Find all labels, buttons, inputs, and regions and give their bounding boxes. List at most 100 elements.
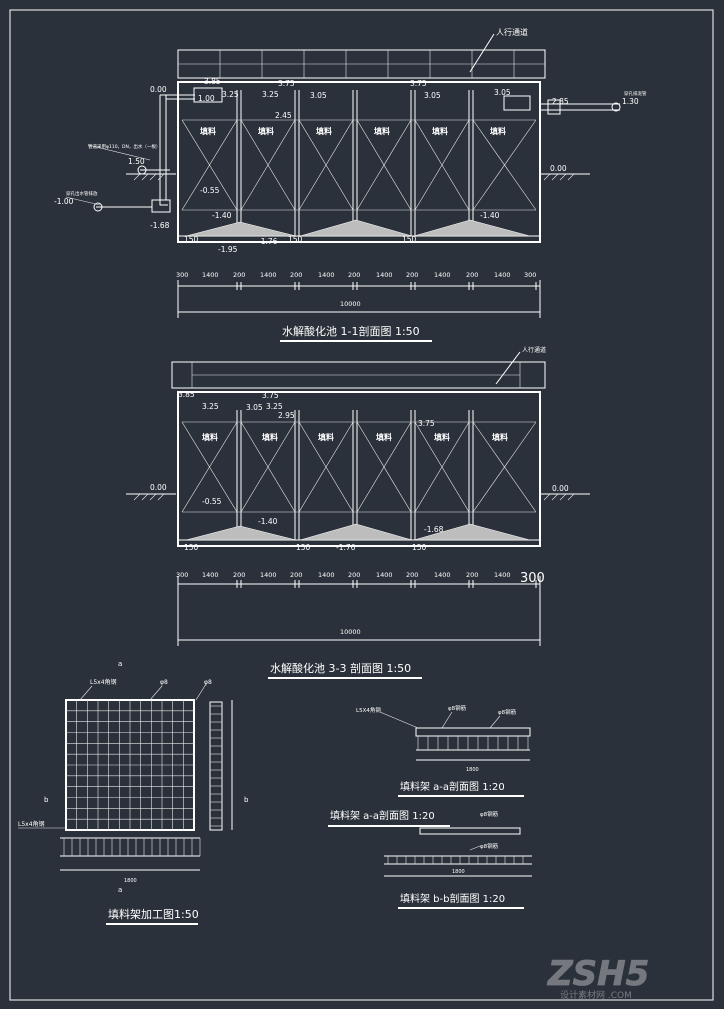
total-dimension: 10000 (340, 628, 361, 636)
section-mark-a: a (118, 660, 122, 668)
section-title: 填料架 a-a剖面图 1:20 (400, 780, 505, 793)
fill-label: 填料 (202, 432, 218, 442)
fill-label: 填料 (316, 126, 332, 136)
fill-frame-detail: L5x4角钢 φ8 φ8 L5x4角钢 a a b b 1800 填料架加工图1… (18, 660, 249, 925)
level-label: -1.95 (218, 245, 238, 254)
dimension-label: 1400 (260, 271, 277, 279)
rebar-label: φ8 (160, 679, 168, 686)
dimension-label: 1400 (202, 571, 219, 579)
section-title: 水解酸化池 3-3 剖面图 1:50 (270, 661, 411, 675)
fill-label: 填料 (374, 126, 390, 136)
dimension-label: 1400 (494, 271, 511, 279)
dimension-label: 200 (348, 571, 360, 579)
dimension-label: 200 (233, 571, 245, 579)
inlet-pipe-note: 管道采用φ110，DN，出水（一根） (88, 143, 160, 150)
dimension-label: 200 (406, 271, 418, 279)
level-label: 1.30 (622, 97, 639, 106)
dimension-label: 200 (233, 271, 245, 279)
fill-label: 填料 (492, 432, 508, 442)
level-label: 1.50 (128, 157, 145, 166)
rebar-label: φ8钢筋 (480, 810, 499, 818)
section-title: 水解酸化池 1-1剖面图 1:50 (282, 324, 420, 338)
dimension-label: 1400 (318, 571, 335, 579)
level-label: 0.00 (150, 483, 167, 492)
level-label: 150 (296, 543, 311, 552)
dimension-label: 1400 (494, 571, 511, 579)
angle-steel-label-bottom: L5x4角钢 (18, 820, 45, 828)
level-label: 150 (288, 235, 303, 244)
level-label: 0.00 (550, 164, 567, 173)
rebar-label: φ8钢筋 (498, 708, 517, 716)
level-label: 3.75 (262, 391, 279, 400)
watermark-site: 设计素材网 .COM (560, 989, 632, 1001)
detail-title: 填料架加工图1:50 (108, 907, 199, 921)
level-label: -1.40 (258, 517, 278, 526)
level-label: 3.25 (266, 402, 283, 411)
drawing-frame (9, 9, 714, 1001)
watermark: ZSH5 设计素材网 .COM (547, 954, 650, 1001)
level-label: -1.40 (212, 211, 232, 220)
level-label: 3.85 (204, 77, 221, 86)
level-label: 3.75 (418, 419, 435, 428)
dimension-label: 200 (290, 271, 302, 279)
dimension-label: 1800 (124, 878, 137, 884)
level-label: -0.55 (202, 497, 222, 506)
sludge-pipe-note: 穿孔排泥管 (624, 90, 647, 97)
level-label: 2.85 (552, 97, 569, 106)
outlet-pipe-note: 穿孔出水管排放 (66, 190, 98, 197)
level-label: 150 (412, 543, 427, 552)
level-label: 3.25 (202, 402, 219, 411)
section-mark-a: a (118, 886, 122, 894)
level-label: -1.68 (150, 221, 170, 230)
dimension-label: 200 (406, 571, 418, 579)
level-label: 0.00 (552, 484, 569, 493)
dimension-label: 200 (466, 271, 478, 279)
level-label: -1.68 (424, 525, 444, 534)
level-label: 150 (184, 235, 199, 244)
level-label: -1.76 (336, 543, 356, 552)
angle-steel-label: L5x4角钢 (90, 678, 117, 686)
dimension-label: 1400 (434, 571, 451, 579)
section-mark-b: b (44, 796, 49, 804)
level-label: 3.05 (424, 91, 441, 100)
fill-label: 填料 (432, 126, 448, 136)
dimension-label: 1400 (202, 271, 219, 279)
overlapping-title: 填料架 a-a剖面图 1:20 (330, 809, 435, 822)
level-label: 2.45 (275, 111, 292, 120)
total-dimension: 10000 (340, 300, 361, 308)
level-label: 3.75 (278, 79, 295, 88)
angle-steel-label: L5X4角钢 (356, 706, 381, 714)
fill-label: 填料 (434, 432, 450, 442)
walkway-label: 人行通道 (496, 27, 528, 37)
bb-section: 填料架 a-a剖面图 1:20 φ8钢筋 φ8钢筋 1800 填料架 b-b剖面… (328, 809, 532, 909)
dimension-label: 1400 (434, 271, 451, 279)
section-1-1: 人行通道 填料 填料 填料 填料 (54, 27, 647, 342)
dimension-label: 1400 (260, 571, 277, 579)
section-mark-b: b (244, 796, 249, 804)
dimension-label: 300 (176, 271, 188, 279)
dimension-label: 1800 (466, 767, 479, 773)
level-label: -1.76 (258, 237, 278, 246)
level-label: 3.25 (222, 90, 239, 99)
fill-label: 填料 (490, 126, 506, 136)
level-label: 3.25 (262, 90, 279, 99)
fill-label: 填料 (258, 126, 274, 136)
level-label: 0.00 (150, 85, 167, 94)
dimension-label: 1400 (376, 571, 393, 579)
level-label: 2.95 (278, 411, 295, 420)
fill-label: 填料 (262, 432, 278, 442)
level-label: 150 (184, 543, 199, 552)
walkway-label: 人行通道 (522, 346, 546, 354)
dimension-label: 1400 (376, 271, 393, 279)
fill-label: 填料 (200, 126, 216, 136)
level-label: 3.75 (410, 79, 427, 88)
fill-label: 填料 (318, 432, 334, 442)
section-3-3: 人行通道 填料 填料 填料 填料 填料 填料 (126, 346, 590, 679)
rebar-label: φ8 (204, 679, 212, 686)
level-label: -0.55 (200, 186, 220, 195)
fill-label: 填料 (376, 432, 392, 442)
level-label: -1.00 (54, 197, 74, 206)
level-label: -1.40 (480, 211, 500, 220)
level-label: 150 (402, 235, 417, 244)
